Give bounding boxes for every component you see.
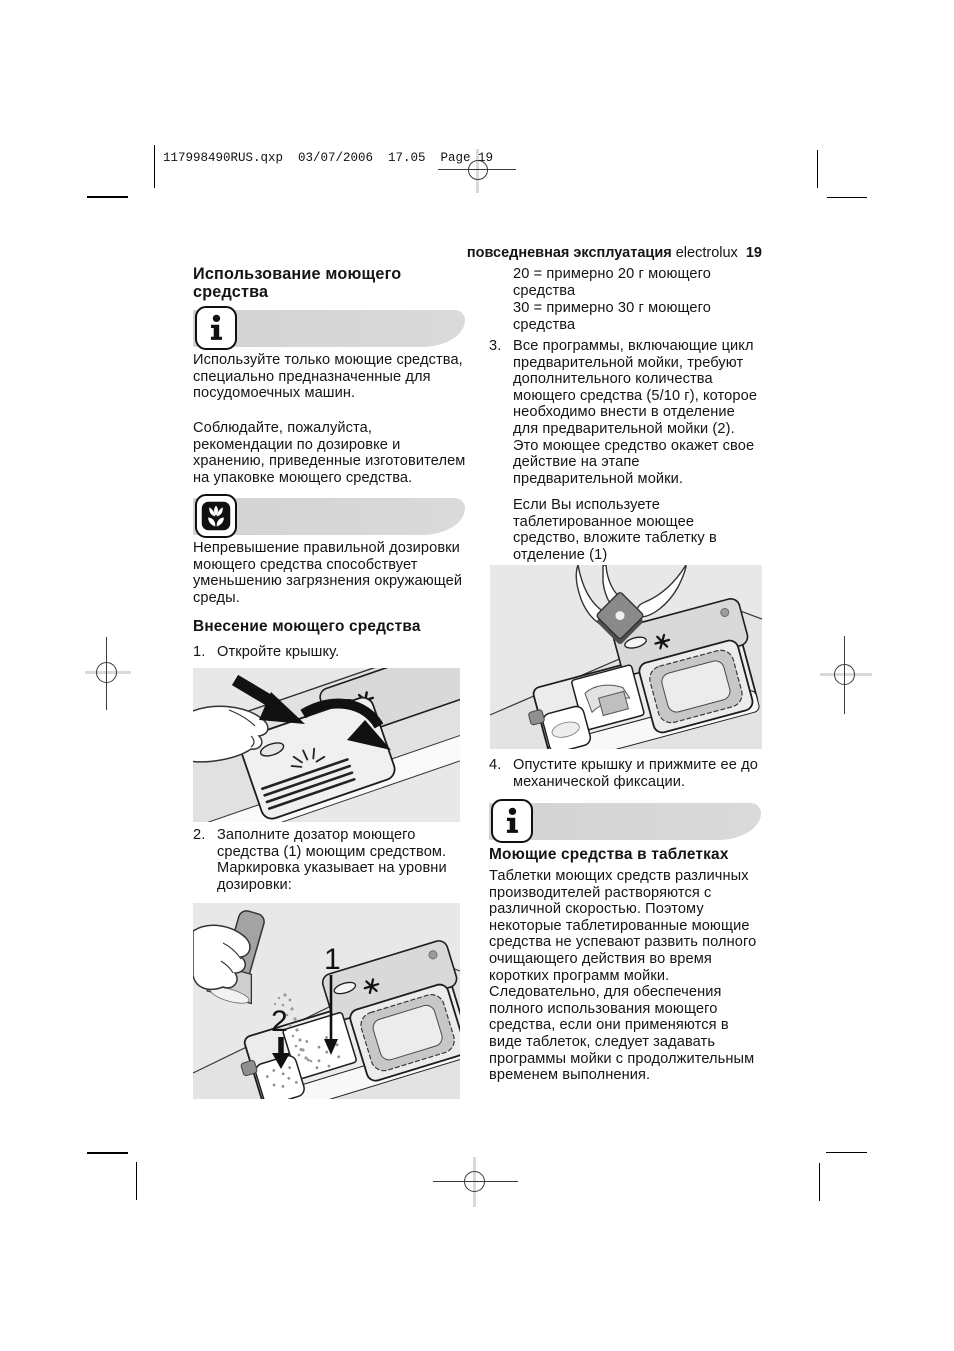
crop-mark-bottom-right-horizontal (826, 1152, 867, 1153)
powder-stream (273, 993, 313, 1063)
hand (193, 705, 269, 763)
eco-note-bar (193, 494, 465, 538)
header-page-number: 19 (745, 245, 762, 261)
label-2-arrow (272, 1037, 290, 1069)
info-icon (195, 306, 237, 350)
figure-label-1: 1 (324, 943, 341, 976)
step-4-close-lid: 4. Опустите крышку и прижмите ее до меха… (489, 757, 762, 790)
figure-tablet-illustration (490, 565, 762, 749)
detergent-tablet (596, 592, 644, 645)
step-2-number: 2. (193, 827, 206, 843)
step-3-number: 3. (489, 338, 502, 354)
dose-marking-30: 30 = примерно 30 г моющего средства (513, 300, 711, 333)
eco-flower-icon (195, 494, 237, 538)
step-3-prewash-dose: 3. Все программы, включающие цикл предва… (489, 338, 762, 487)
powder-prewash (265, 1066, 298, 1088)
step-4-number: 4. (489, 757, 502, 773)
crop-mark-bottom-left-vertical (136, 1162, 137, 1200)
dispenser-open (528, 597, 760, 749)
header-section-title: повседневная эксплуатация (466, 245, 672, 261)
step-4-text: Опустите крышку и прижмите ее до механич… (513, 757, 758, 790)
step-1-open-lid: 1. Откройте крышку. (193, 644, 466, 661)
step-1-text: Откройте крышку. (217, 644, 340, 660)
paragraph-eco-dosage: Непревышение правильной дозировки моющег… (193, 540, 463, 606)
paragraph-tablet-detergents: Таблетки моющих средств различных произв… (489, 868, 757, 1084)
header-brand: electrolux (675, 245, 738, 261)
press-starburst (290, 747, 326, 768)
lid-swing-arrow (300, 698, 391, 750)
print-job-header: 117998490RUS.qxp 03/07/2006 17.05 Page 1… (163, 151, 494, 165)
tablet-note: Если Вы используете таблетированное моющ… (513, 497, 717, 563)
dispenser-open (240, 940, 460, 1099)
crop-mark-top-left-vertical (154, 145, 155, 188)
crop-mark-top-right-horizontal (827, 197, 867, 198)
step-2-text: Заполните дозатор моющего средства (1) м… (217, 827, 447, 893)
label-1-arrow (324, 975, 338, 1055)
page-running-header: повседневная эксплуатация electrolux 19 (420, 229, 762, 277)
paragraph-detergent-only: Используйте только моющие средства, спец… (193, 352, 463, 402)
powder-main (299, 1036, 341, 1070)
figure-open-lid-illustration (193, 668, 460, 822)
crop-mark-bottom-left-horizontal (87, 1152, 128, 1154)
step-1-number: 1. (193, 644, 206, 660)
info-note-bar (193, 306, 465, 350)
figure-label-2: 2 (271, 1005, 288, 1038)
dose-marking-20: 20 = примерно 20 г моющего средства (513, 266, 711, 299)
step-2-fill-dispenser: 2. Заполните дозатор моющего средства (1… (193, 827, 466, 893)
section-title-adding-detergent: Внесение моющего средства (193, 618, 421, 635)
crop-mark-top-left-horizontal (87, 196, 128, 198)
hand (193, 924, 251, 991)
section-title-tablet-detergents: Моющие средства в таблетках (489, 846, 729, 863)
figure-fill-detergent-illustration: 1 2 (193, 903, 460, 1099)
section-title-detergent-use: Использование моющего средства (193, 265, 402, 301)
press-arrow (231, 674, 305, 724)
crop-mark-bottom-right-vertical (819, 1163, 820, 1201)
paragraph-follow-dosage: Соблюдайте, пожалуйста, рекомендации по … (193, 420, 466, 486)
crop-mark-top-right-vertical (817, 150, 818, 188)
info-note-bar-tablets (489, 799, 761, 843)
step-3-text: Все программы, включающие цикл предварит… (513, 338, 758, 487)
lid-vent-slots (261, 758, 356, 810)
info-icon (491, 799, 533, 843)
